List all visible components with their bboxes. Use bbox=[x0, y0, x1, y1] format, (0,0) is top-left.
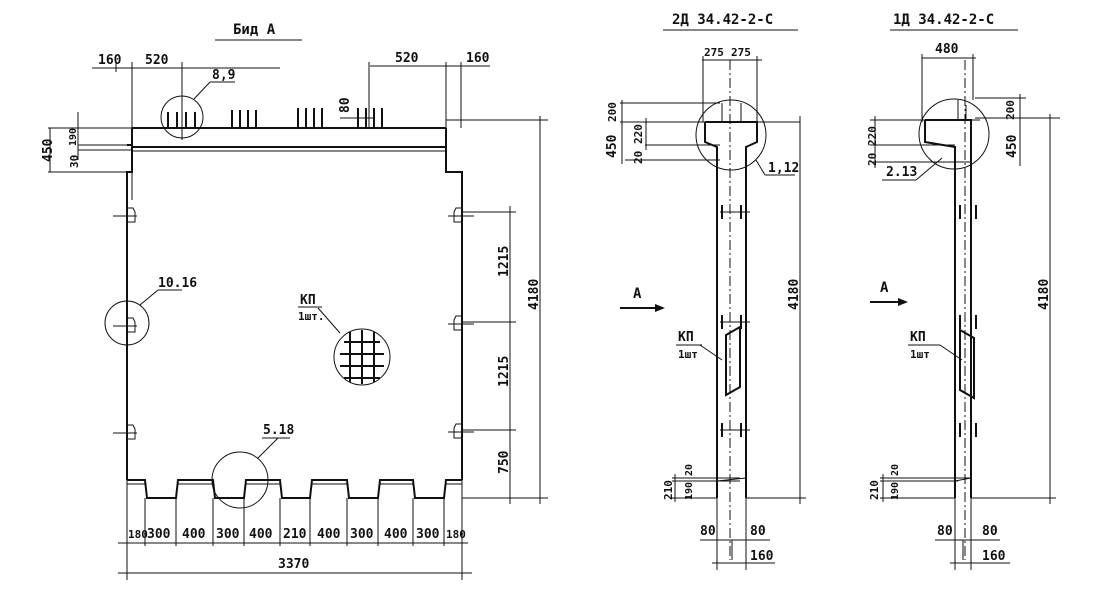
dim-80-b-1d: 80 bbox=[982, 524, 998, 539]
dim-left-190: 190 bbox=[68, 128, 79, 146]
rebar-outlets bbox=[167, 108, 383, 128]
dim-bottom: 180 bbox=[446, 528, 466, 541]
dim-bottom: 300 bbox=[350, 527, 374, 542]
dim-210-1d: 210 bbox=[868, 480, 881, 500]
dim-220-1d: 220 bbox=[866, 126, 879, 146]
arrow-label-a-2d: А bbox=[633, 286, 642, 302]
height-4180-2d: 4180 bbox=[787, 279, 802, 310]
dim-bottom: 300 bbox=[416, 527, 440, 542]
kp-label: КП bbox=[300, 293, 316, 308]
callout-circle-5-18 bbox=[211, 451, 269, 509]
section-2d-title: 2Д 34.42-2-С bbox=[672, 12, 773, 28]
lifting-inserts bbox=[113, 207, 474, 440]
dim-80-a: 80 bbox=[700, 524, 716, 539]
callout-8-9: 8,9 bbox=[212, 68, 235, 83]
dim-450: 450 bbox=[605, 134, 620, 158]
kp-qty: 1шт. bbox=[298, 310, 325, 323]
kp-mesh: КП 1шт. bbox=[298, 293, 391, 386]
callout-2-13: 2.13 bbox=[886, 165, 917, 180]
bottom-dims: 180 300 400 300 400 210 400 300 400 300 … bbox=[128, 527, 466, 542]
total-width: 3370 bbox=[278, 557, 309, 572]
dim-top-4: 160 bbox=[466, 51, 490, 66]
dim-450-1d: 450 bbox=[1005, 134, 1020, 158]
dim-20-bottom: 20 bbox=[684, 464, 695, 476]
dim-20-bottom-1d: 20 bbox=[890, 464, 901, 476]
dim-20: 20 bbox=[632, 151, 645, 164]
dim-275-b: 275 bbox=[731, 46, 751, 59]
dim-bottom: 400 bbox=[317, 527, 341, 542]
section-2d: 2Д 34.42-2-С 275 275 450 200 220 20 1,12… bbox=[605, 12, 806, 570]
dim-bottom: 300 bbox=[216, 527, 240, 542]
dim-190: 190 bbox=[684, 482, 695, 500]
kp-qty-1d: 1шт bbox=[910, 348, 930, 361]
dim-right-1215-a: 1215 bbox=[497, 246, 512, 277]
dim-210: 210 bbox=[662, 480, 675, 500]
dim-left-450: 450 bbox=[41, 138, 56, 162]
dim-right-750: 750 bbox=[497, 450, 512, 474]
dim-bottom: 210 bbox=[283, 527, 307, 542]
section-1d: 1Д 34.42-2-С 480 220 20 200 450 2.13 КП … bbox=[866, 12, 1060, 570]
dim-bottom: 400 bbox=[182, 527, 206, 542]
dim-bottom: 400 bbox=[249, 527, 273, 542]
view-a: Бид А 160 520 520 160 80 8,9 bbox=[41, 22, 548, 580]
dim-190-1d: 190 bbox=[890, 482, 901, 500]
callout-circle-10-16 bbox=[104, 300, 150, 346]
kp-label-2d: КП bbox=[678, 330, 694, 345]
height-4180-1d: 4180 bbox=[1037, 279, 1052, 310]
dim-bottom: 180 bbox=[128, 528, 148, 541]
dim-275-a: 275 bbox=[704, 46, 724, 59]
dim-160: 160 bbox=[750, 549, 774, 564]
dim-right-4180: 4180 bbox=[527, 279, 542, 310]
arrow-label-a-1d: А bbox=[880, 280, 889, 296]
view-a-title: Бид А bbox=[233, 22, 276, 38]
dim-80-b: 80 bbox=[750, 524, 766, 539]
dim-bottom: 400 bbox=[384, 527, 408, 542]
dim-80: 80 bbox=[338, 97, 353, 113]
dim-220: 220 bbox=[632, 124, 645, 144]
dim-left-30: 30 bbox=[68, 155, 81, 168]
dim-480: 480 bbox=[935, 42, 959, 57]
callout-5-18: 5.18 bbox=[263, 423, 294, 438]
callout-circle-8-9 bbox=[160, 95, 204, 139]
dim-top-2: 520 bbox=[145, 53, 169, 68]
dim-160-1d: 160 bbox=[982, 549, 1006, 564]
dim-20-1d: 20 bbox=[866, 153, 879, 166]
dim-80-a-1d: 80 bbox=[937, 524, 953, 539]
callout-1-12: 1,12 bbox=[768, 161, 799, 176]
kp-qty-2d: 1шт bbox=[678, 348, 698, 361]
arrow-head-icon bbox=[898, 298, 908, 306]
dim-200-1d: 200 bbox=[1004, 100, 1017, 120]
dim-top-1: 160 bbox=[98, 53, 122, 68]
dim-200: 200 bbox=[606, 102, 619, 122]
dim-right-1215-b: 1215 bbox=[497, 356, 512, 387]
dim-top-3: 520 bbox=[395, 51, 419, 66]
arrow-head-icon bbox=[655, 304, 665, 312]
dim-bottom: 300 bbox=[147, 527, 171, 542]
callout-circle-1-12 bbox=[695, 99, 767, 171]
kp-label-1d: КП bbox=[910, 330, 926, 345]
callout-10-16: 10.16 bbox=[158, 276, 197, 291]
section-1d-title: 1Д 34.42-2-С bbox=[893, 12, 994, 28]
